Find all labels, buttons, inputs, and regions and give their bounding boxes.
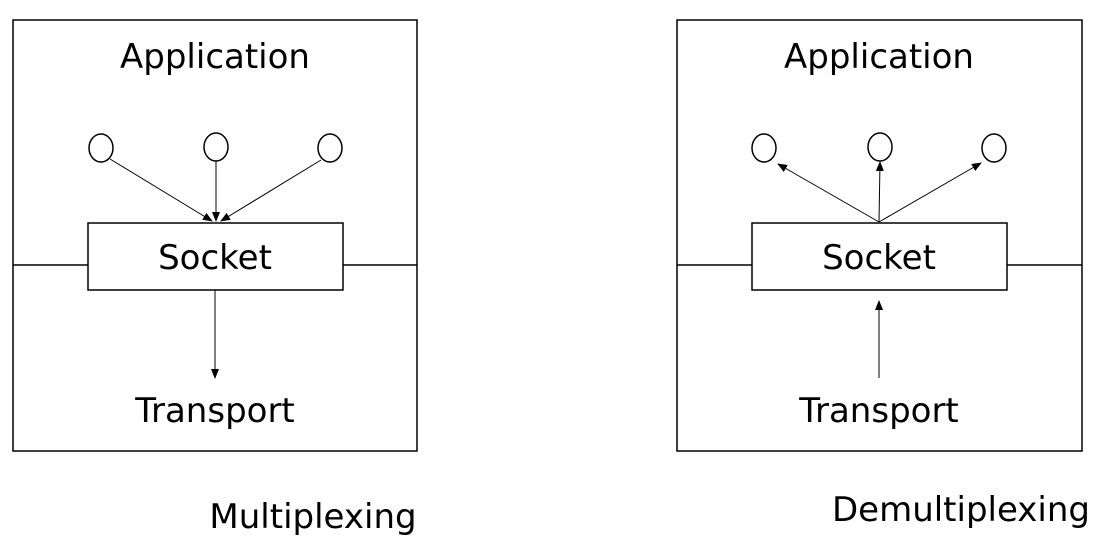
multiplexing-panel: Application Socket Transport Multiplexin…: [12, 19, 418, 537]
process-to-socket-arrow: [220, 159, 322, 222]
process-circle: [867, 132, 893, 162]
process-circle: [88, 133, 114, 163]
process-circle: [317, 133, 343, 163]
demultiplexing-caption: Demultiplexing: [832, 490, 1090, 530]
demultiplexing-panel: Application Socket Transport Demultiplex…: [676, 19, 1090, 530]
process-to-socket-arrow: [109, 158, 213, 222]
socket-to-process-arrow: [875, 161, 884, 223]
multiplexing-transport-label: Transport: [134, 391, 295, 431]
socket-to-process-arrow: [878, 162, 982, 223]
multiplexing-host-box: [12, 19, 418, 452]
multiplexing-socket-label: Socket: [158, 238, 272, 278]
demultiplexing-host-box: [676, 19, 1083, 452]
demultiplexing-transport-label: Transport: [798, 391, 959, 431]
demultiplexing-socket-label: Socket: [822, 238, 936, 278]
multiplexing-caption: Multiplexing: [209, 497, 416, 537]
demultiplexing-application-label: Application: [784, 37, 974, 77]
process-circle: [751, 133, 777, 163]
process-circle: [203, 132, 229, 162]
socket-to-process-arrow: [777, 163, 880, 223]
process-circle: [981, 133, 1007, 163]
multiplexing-socket-box: [87, 222, 344, 291]
multiplexing-application-label: Application: [120, 37, 310, 77]
demultiplexing-socket-box: [751, 222, 1008, 291]
